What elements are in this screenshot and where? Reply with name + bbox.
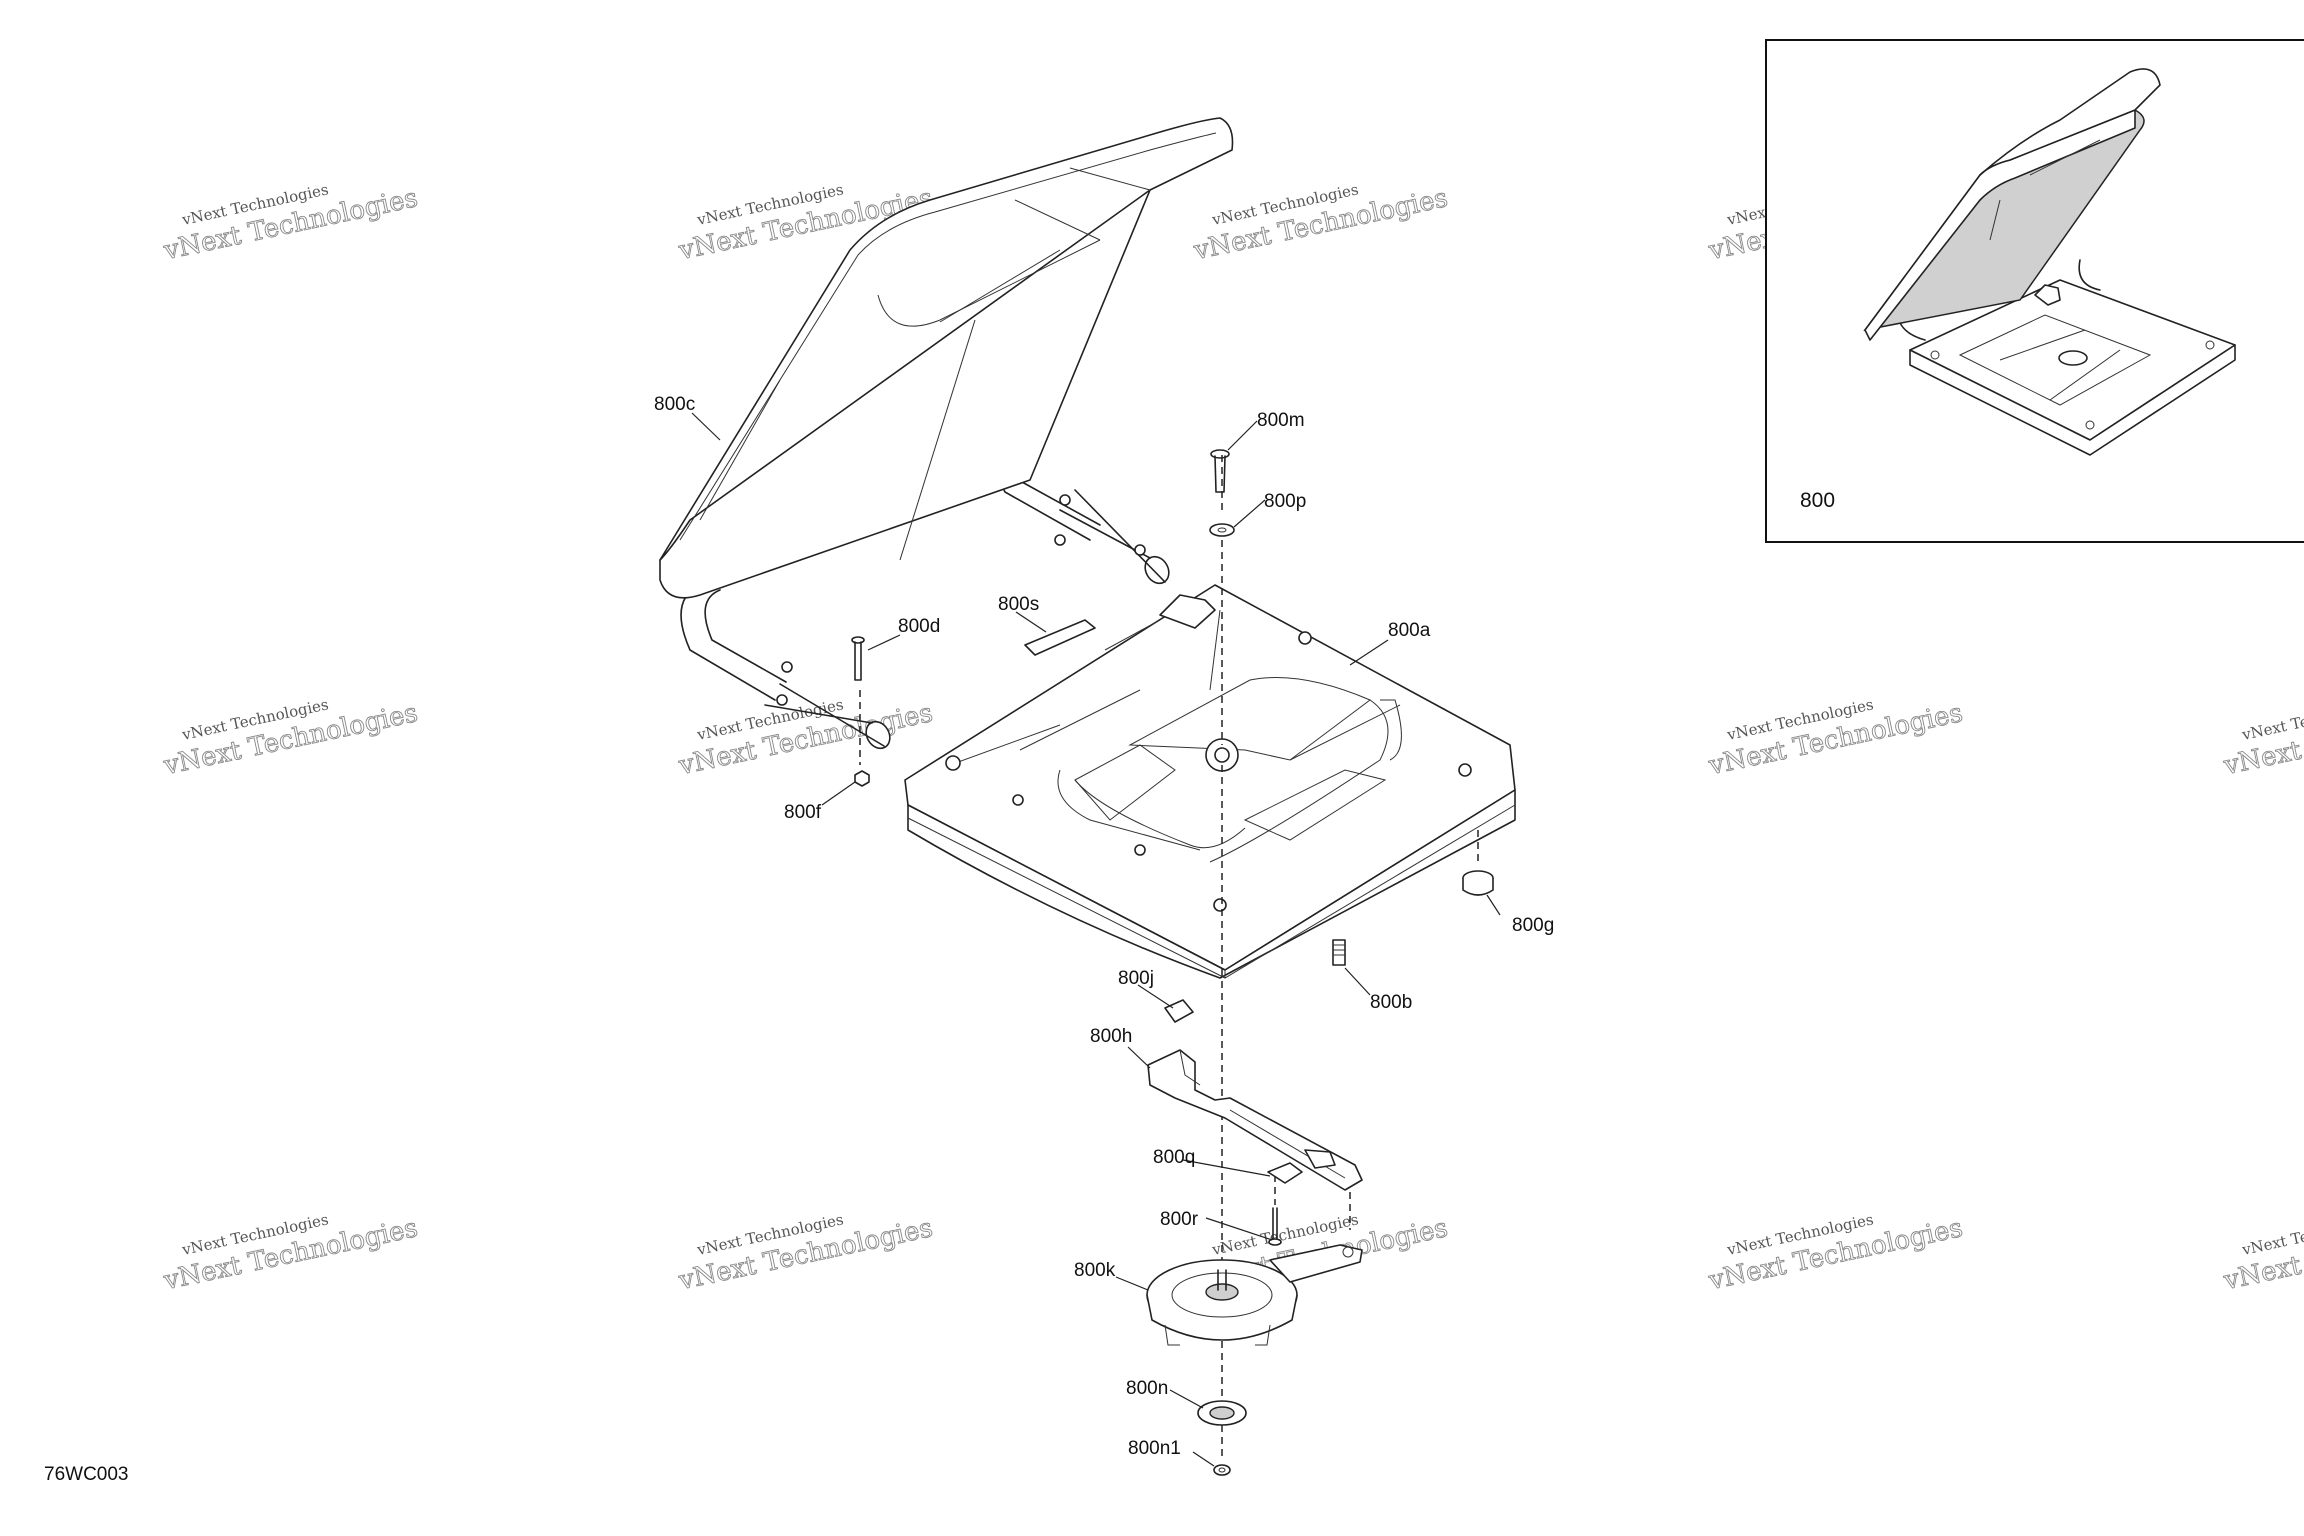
label-800j: 800j bbox=[1118, 968, 1154, 989]
lever-800h bbox=[1147, 1049, 1363, 1191]
label-800a: 800a bbox=[1388, 620, 1431, 641]
label-800n1: 800n1 bbox=[1128, 1438, 1181, 1459]
label-800s: 800s bbox=[998, 594, 1039, 615]
label-800r: 800r bbox=[1160, 1209, 1199, 1230]
label-800p: 800p bbox=[1264, 491, 1306, 512]
bolt-800m bbox=[1210, 449, 1230, 493]
label-800b: 800b bbox=[1370, 992, 1412, 1013]
swivel-plate-800k bbox=[1146, 1244, 1363, 1346]
label-800g: 800g bbox=[1512, 915, 1554, 936]
bolt-800d bbox=[851, 636, 865, 681]
part-labels: 800c 800d 800s 800a 800m 800p 800f 800g … bbox=[654, 394, 1554, 1459]
label-800d: 800d bbox=[898, 616, 940, 637]
label-800f: 800f bbox=[784, 802, 822, 823]
seat-base-800a bbox=[904, 584, 1516, 979]
label-800h: 800h bbox=[1090, 1026, 1132, 1047]
nut-800f bbox=[854, 770, 870, 787]
assembly-inset: 800 bbox=[1765, 39, 2304, 543]
bracket-800q bbox=[1267, 1162, 1303, 1184]
inset-label: 800 bbox=[1800, 489, 1835, 512]
washer-800p bbox=[1209, 523, 1235, 537]
backrest-800c bbox=[659, 117, 1234, 750]
leader-lines bbox=[691, 412, 1501, 1467]
label-800m: 800m bbox=[1257, 410, 1305, 431]
label-800c: 800c bbox=[654, 394, 695, 415]
label-800n: 800n bbox=[1126, 1378, 1168, 1399]
bumper-800g bbox=[1462, 870, 1494, 896]
label-800k: 800k bbox=[1074, 1260, 1116, 1281]
foot-800n bbox=[1197, 1400, 1247, 1426]
screw-800r bbox=[1268, 1207, 1282, 1246]
clip-800j bbox=[1164, 999, 1194, 1023]
nut-800n1 bbox=[1213, 1464, 1231, 1476]
label-800q: 800q bbox=[1153, 1147, 1195, 1168]
reference-code: 76WC003 bbox=[44, 1464, 129, 1485]
label-plate-800s bbox=[1024, 619, 1096, 656]
stud-800b bbox=[1332, 939, 1346, 966]
